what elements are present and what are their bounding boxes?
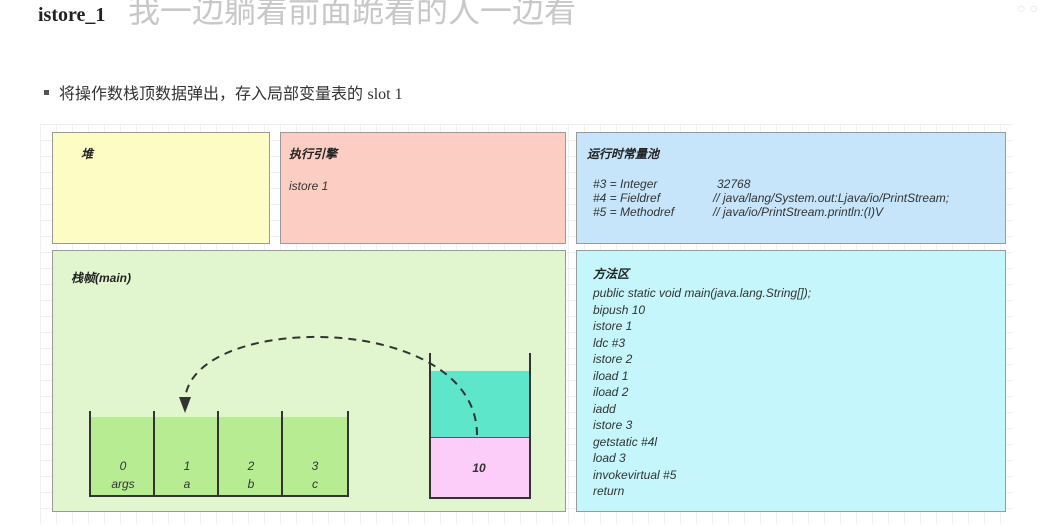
slot-name: a [183,477,191,491]
slot-name: c [312,477,318,491]
slot-index: 1 [183,459,191,473]
arrow-head-icon [179,397,191,413]
operand-stack-top-entry [429,437,529,497]
bytecode-line: public static void main(java.lang.String… [593,286,812,300]
bytecode-line: bipush 10 [593,302,646,317]
bullet-slot: slot 1 [367,86,403,103]
window-controls-faded: ○ ○ [1017,0,1038,16]
constant-pool-panel: 运行时常量池 #3 = Integer 32768 #4 = Fieldref … [576,132,1006,244]
stack-wall-right [529,353,531,499]
operand-stack: 10 [429,353,531,499]
bytecode-line: istore 3 [593,418,633,432]
method-area-panel: 方法区 public static void main(java.lang.St… [576,250,1006,512]
bytecode-line: iadd [593,401,616,416]
slot-baseline [89,495,349,497]
method-title: 方法区 [593,267,630,281]
jvm-diagram: 堆 执行引擎 istore 1 运行时常量池 #3 = Integer 3276… [40,124,1012,524]
slot-divider [217,411,219,497]
stack-baseline [429,497,531,499]
frame-title: 栈帧(main) [71,271,132,285]
engine-instruction: istore 1 [289,179,329,193]
stack-frame-panel: 栈帧(main) 0 args 1 a 2 b 3 c 10 [52,250,566,512]
local-var-slot-1 [155,417,219,497]
bytecode-line: return [593,484,625,498]
page-title: istore_1 [38,4,106,26]
bullet-text: 将操作数栈顶数据弹出，存入局部变量表的 [59,86,364,103]
bytecode-line: ldc #3 [593,335,626,350]
subtitle-overlay-text: 我一边躺着前面跪着的人一边看 [128,0,577,30]
slot-divider [347,411,349,497]
local-var-slot-3 [283,417,347,497]
pop-arrow [179,336,478,436]
stack-wall-left [429,353,431,499]
slot-name: args [111,477,135,491]
bullet-icon [44,90,49,96]
heap-panel: 堆 [52,132,270,244]
heap-title: 堆 [81,147,94,161]
local-var-slot-0 [89,417,153,497]
slot-divider [89,411,91,497]
pop-arrow-path [184,336,478,436]
slot-name: b [247,477,255,491]
slot-divider [153,411,155,497]
bytecode-line: istore 1 [593,319,633,333]
execution-engine-panel: 执行引擎 istore 1 [280,132,566,244]
bytecode-line: istore 2 [593,352,633,366]
slot-index: 3 [311,459,319,473]
slot-index: 0 [119,459,127,473]
slot-divider [281,411,283,497]
bytecode-line: load 3 [593,451,626,465]
slot-index: 2 [247,459,255,473]
bytecode-line: iload 1 [593,368,629,383]
bytecode-line: iload 2 [593,385,629,399]
pool-title: 运行时常量池 [587,147,660,161]
bytecode-listing: public static void main(java.lang.String… [593,285,811,500]
bytecode-line: getstatic #4l [593,434,658,449]
engine-title: 执行引擎 [289,147,338,161]
bullet-description: 将操作数栈顶数据弹出，存入局部变量表的 slot 1 [44,80,403,104]
local-var-slot-2 [219,417,283,497]
bytecode-line: invokevirtual #5 [593,467,677,482]
operand-stack-empty-area [429,371,529,437]
operand-stack-value: 10 [472,461,486,475]
